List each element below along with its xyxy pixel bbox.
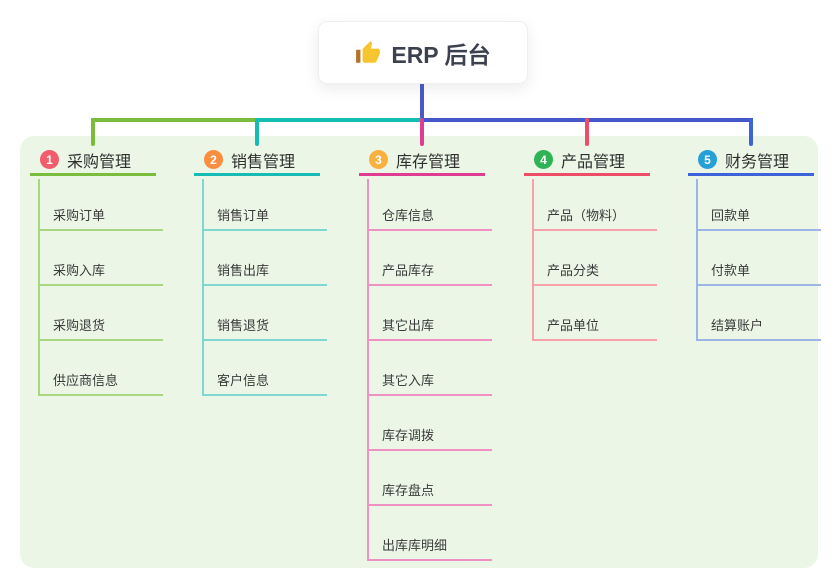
child-topic-label: 销售订单 (217, 208, 270, 223)
child-topic-label: 客户信息 (217, 373, 270, 388)
child-topic-label: 采购入库 (53, 263, 106, 278)
child-topic[interactable]: 结算账户 (696, 313, 821, 341)
children-connector-line (696, 179, 698, 341)
child-topic-label: 采购订单 (53, 208, 106, 223)
child-topic[interactable]: 库存盘点 (367, 478, 492, 506)
child-topic-label: 付款单 (711, 263, 751, 278)
children-connector-line (367, 179, 369, 561)
child-topic-label: 产品库存 (382, 263, 435, 278)
child-topic[interactable]: 付款单 (696, 258, 821, 286)
children-connector-line (202, 179, 204, 396)
child-topic-label: 销售退货 (217, 318, 270, 333)
child-topic-label: 供应商信息 (53, 373, 119, 388)
branch-drop-line (91, 118, 95, 146)
child-topic[interactable]: 供应商信息 (38, 368, 163, 396)
branch-topic-4[interactable]: 4 产品管理 (524, 146, 650, 176)
branch-topic-label: 产品管理 (561, 153, 626, 171)
child-topic-label: 结算账户 (711, 318, 764, 333)
child-topic[interactable]: 产品分类 (532, 258, 657, 286)
child-topic[interactable]: 其它入库 (367, 368, 492, 396)
child-topic-label: 产品（物料） (547, 208, 626, 223)
branch-drop-line (749, 118, 753, 146)
child-topic-label: 产品单位 (547, 318, 600, 333)
root-connector-line (420, 82, 424, 122)
child-topic[interactable]: 销售订单 (202, 203, 327, 231)
branch-topic-label: 采购管理 (67, 153, 132, 171)
branch-topic-label: 销售管理 (231, 153, 296, 171)
child-topic[interactable]: 销售退货 (202, 313, 327, 341)
child-topic[interactable]: 库存调拨 (367, 423, 492, 451)
child-topic-label: 其它入库 (382, 373, 435, 388)
branch-number-badge: 5 (698, 150, 717, 169)
child-topic-label: 仓库信息 (382, 208, 435, 223)
branch-topic-2[interactable]: 2 销售管理 (194, 146, 320, 176)
branch-number-badge: 2 (204, 150, 223, 169)
root-topic-label: ERP 后台 (391, 41, 491, 68)
children-connector-line (38, 179, 40, 396)
child-topic[interactable]: 产品（物料） (532, 203, 657, 231)
branch-number-badge: 1 (40, 150, 59, 169)
branch-number-badge: 3 (369, 150, 388, 169)
child-topic-label: 销售出库 (217, 263, 270, 278)
branches-background-panel (20, 136, 818, 568)
child-topic-label: 库存盘点 (382, 483, 435, 498)
child-topic[interactable]: 采购订单 (38, 203, 163, 231)
child-topic[interactable]: 出库库明细 (367, 533, 492, 561)
child-topic-label: 出库库明细 (382, 538, 448, 553)
children-connector-line (532, 179, 534, 341)
branch-topic-5[interactable]: 5 财务管理 (688, 146, 814, 176)
branch-topic-label: 库存管理 (396, 153, 461, 171)
child-topic-label: 采购退货 (53, 318, 106, 333)
child-topic[interactable]: 采购入库 (38, 258, 163, 286)
child-topic[interactable]: 回款单 (696, 203, 821, 231)
child-topic-label: 产品分类 (547, 263, 600, 278)
branch-drop-line (255, 118, 259, 146)
child-topic[interactable]: 产品库存 (367, 258, 492, 286)
child-topic-label: 其它出库 (382, 318, 435, 333)
child-topic[interactable]: 仓库信息 (367, 203, 492, 231)
branch-number-badge: 4 (534, 150, 553, 169)
connector-segment-mid (257, 118, 422, 122)
branch-drop-line (585, 118, 589, 146)
child-topic[interactable]: 采购退货 (38, 313, 163, 341)
child-topic-label: 库存调拨 (382, 428, 435, 443)
branch-topic-3[interactable]: 3 库存管理 (359, 146, 485, 176)
thumbs-up-icon (356, 40, 381, 63)
child-topic[interactable]: 销售出库 (202, 258, 327, 286)
child-topic-label: 回款单 (711, 208, 751, 223)
root-topic-erp[interactable]: ERP 后台 (318, 21, 528, 84)
connector-segment-left (91, 118, 257, 122)
branch-topic-1[interactable]: 1 采购管理 (30, 146, 156, 176)
child-topic[interactable]: 产品单位 (532, 313, 657, 341)
branch-drop-line (420, 118, 424, 146)
child-topic[interactable]: 其它出库 (367, 313, 492, 341)
child-topic[interactable]: 客户信息 (202, 368, 327, 396)
branch-topic-label: 财务管理 (725, 153, 790, 171)
